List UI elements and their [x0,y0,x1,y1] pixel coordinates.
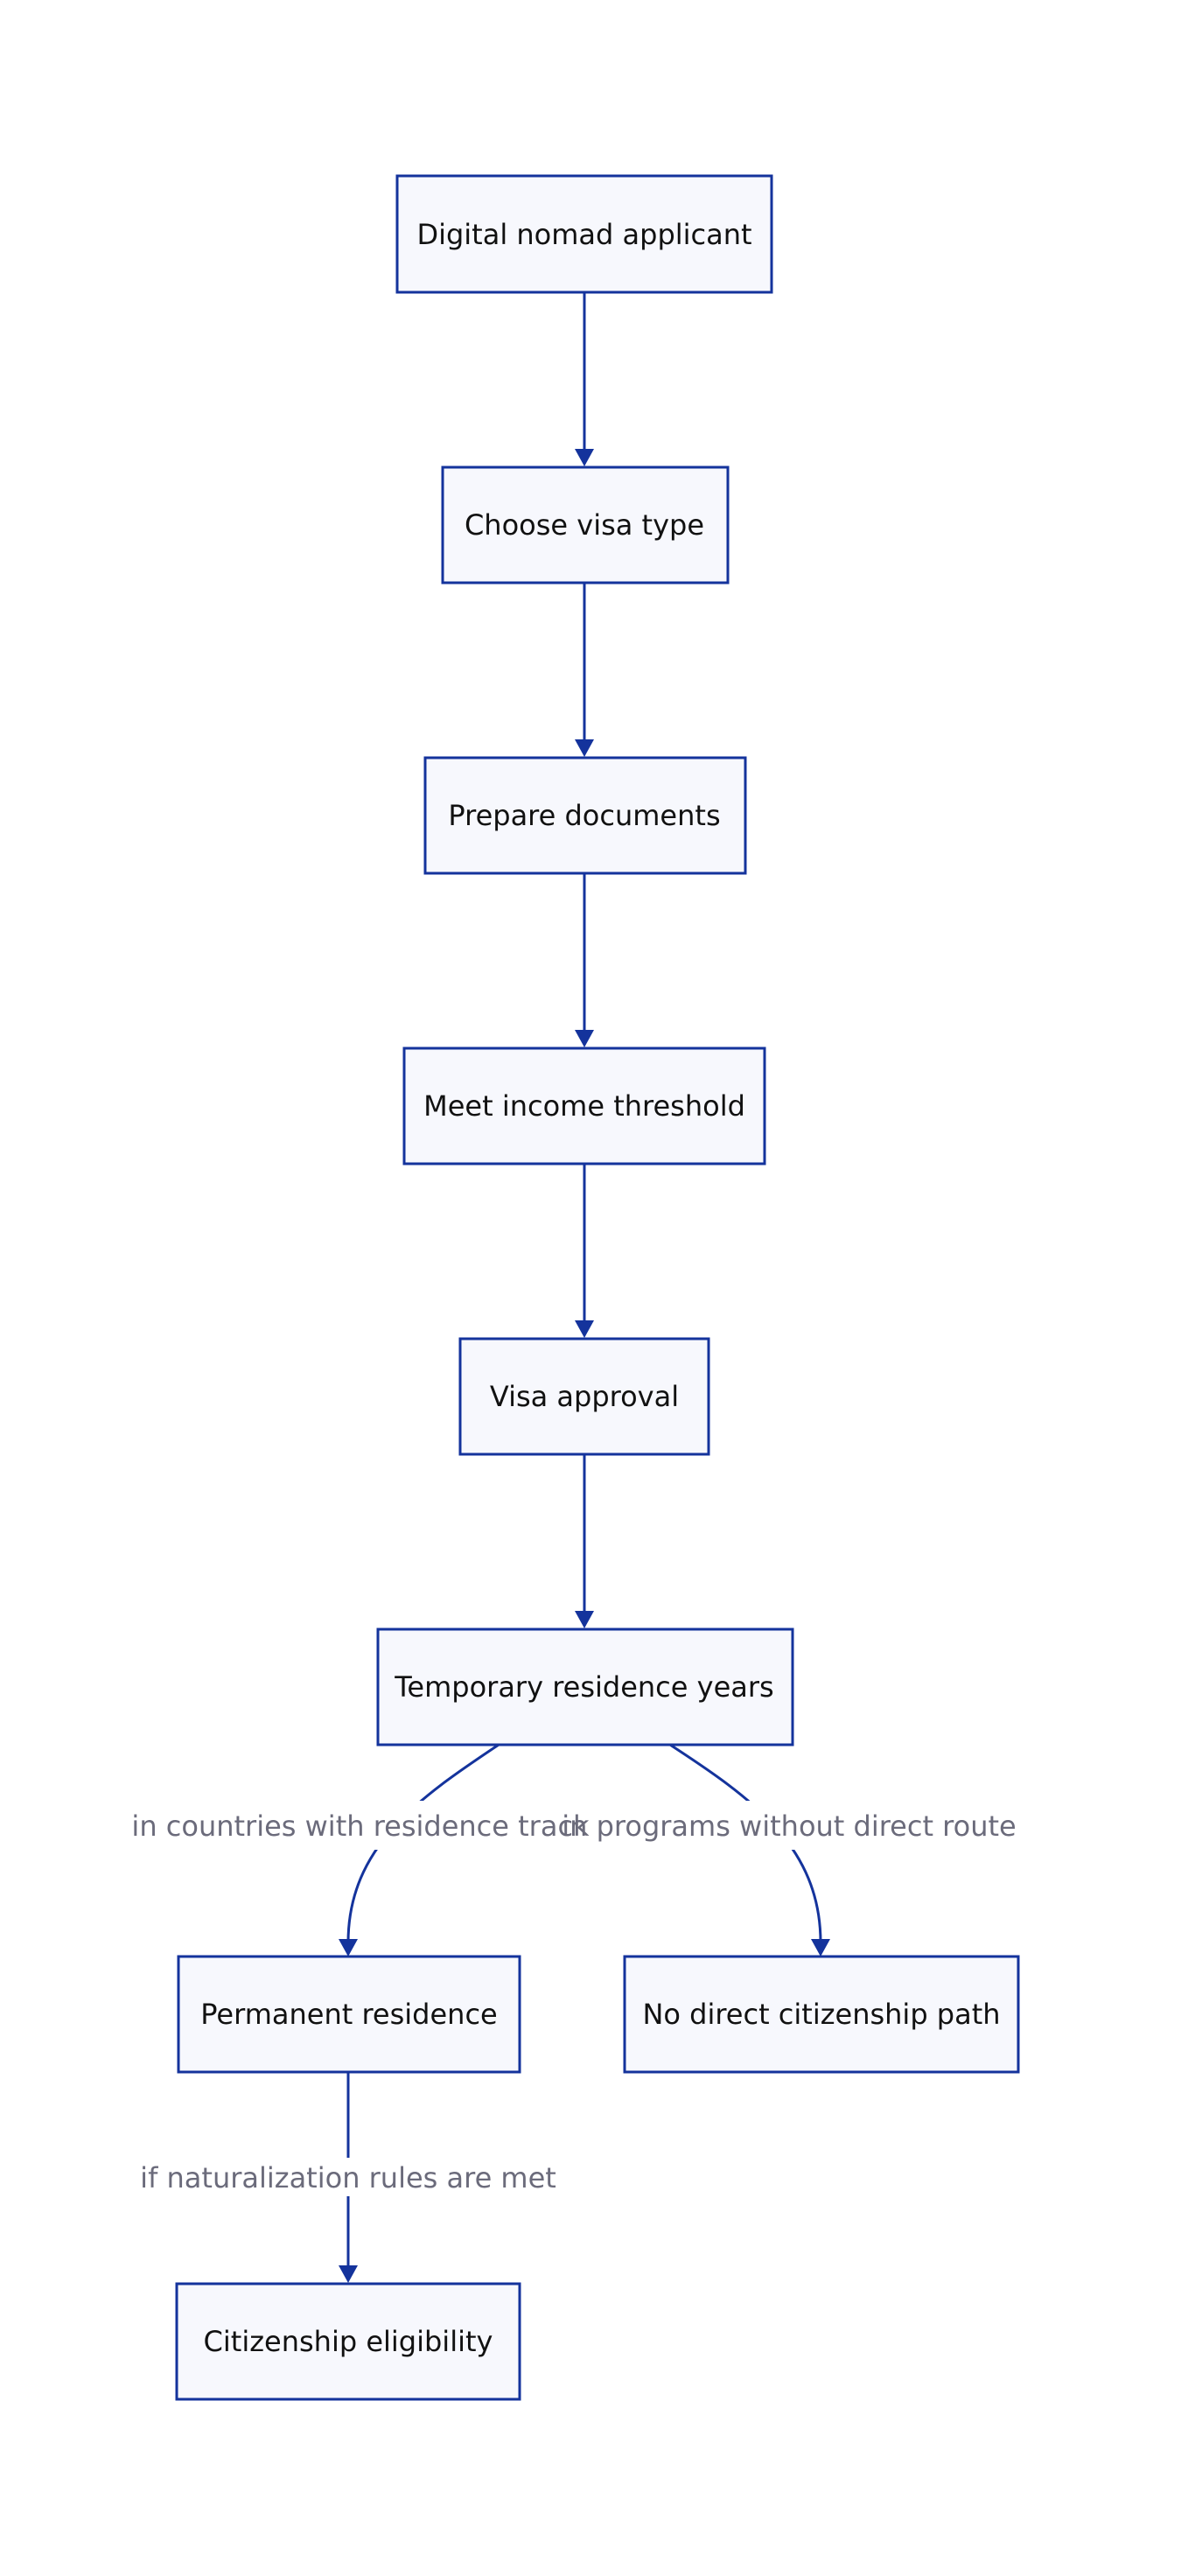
arrow-head [575,739,594,757]
node-box [175,2282,521,2401]
label-background [152,1801,569,1850]
node-label: Prepare documents [448,799,720,832]
edge-label-no-direct-route: in programs without direct route [562,1810,1016,1843]
arrow-head [575,1030,594,1047]
node-temp-residence: Temporary residence years [376,1628,794,1746]
node-applicant: Digital nomad applicant [395,174,773,294]
node-visa-type: Choose visa type [441,466,730,584]
node-label: Permanent residence [200,1998,497,2031]
node-box [177,1955,521,2074]
node-box [458,1337,710,1456]
node-label: Digital nomad applicant [416,218,751,251]
nodes: Digital nomad applicant Choose visa type… [175,174,1020,2401]
arrow-head [575,449,594,466]
node-box [402,1046,766,1166]
node-income: Meet income threshold [402,1046,766,1166]
node-documents: Prepare documents [423,756,747,875]
arrow-head [575,1611,594,1628]
node-label: Visa approval [490,1380,679,1413]
node-permanent-residence: Permanent residence [177,1955,521,2074]
node-label: Choose visa type [465,508,704,542]
label-background [604,1801,1020,1850]
label-background [131,2158,565,2196]
arrow-head [811,1939,830,1956]
arrow-head [339,1939,358,1956]
node-label: Citizenship eligibility [204,2325,493,2358]
node-approval: Visa approval [458,1337,710,1456]
node-label: No direct citizenship path [642,1998,1000,2031]
node-box [441,466,730,584]
edge-labels: in countries with residence track in pro… [131,1801,1020,2196]
arrow-head [575,1320,594,1338]
node-citizenship: Citizenship eligibility [175,2282,521,2401]
node-box [623,1955,1020,2074]
node-box [423,756,747,875]
arrow-head [339,2265,358,2283]
edge-label-residence-track: in countries with residence track [131,1810,590,1843]
edge-label-naturalization: if naturalization rules are met [140,2161,556,2194]
node-no-path: No direct citizenship path [623,1955,1020,2074]
node-box [376,1628,794,1746]
node-label: Meet income threshold [423,1089,745,1123]
node-label: Temporary residence years [394,1670,773,1704]
node-box [395,174,773,294]
